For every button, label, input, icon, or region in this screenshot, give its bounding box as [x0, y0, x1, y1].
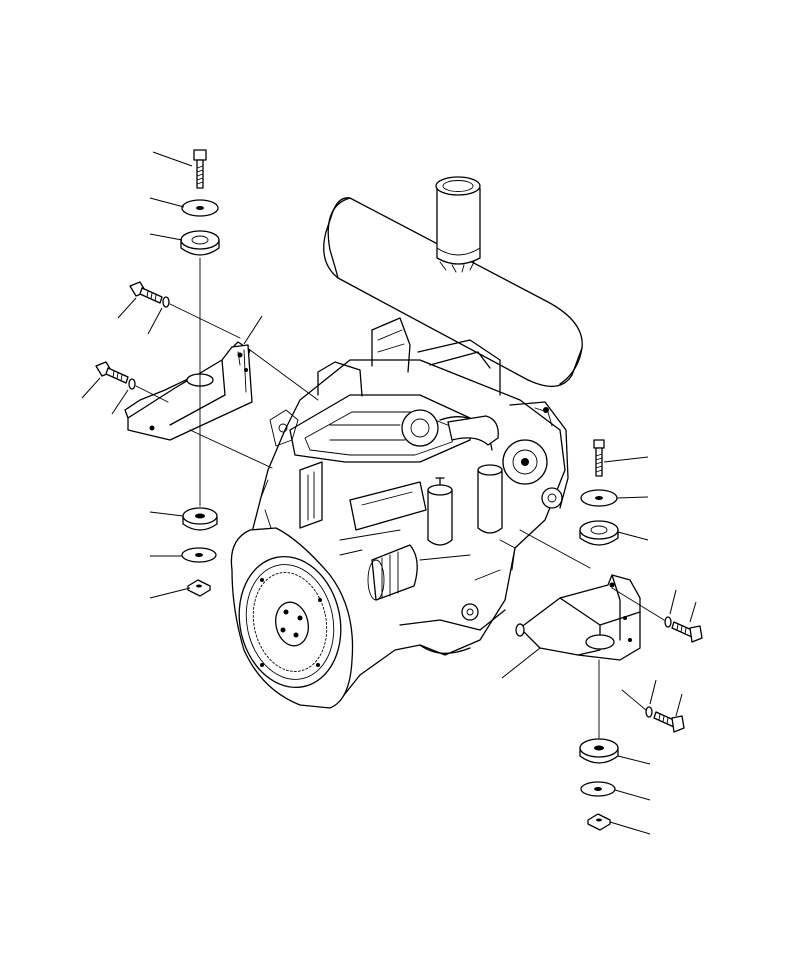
right-side-washer-lower [645, 706, 653, 718]
right-upper-rubber-cushion [579, 520, 619, 546]
right-lower-bolt-axis [621, 689, 647, 711]
right-lower-rubber-cushion [579, 738, 619, 764]
left-lower-rubber-cushion [182, 507, 218, 531]
leader-left-side-bolt-lower [81, 377, 101, 399]
leader-left-side-washer-lower [111, 389, 129, 415]
leader-right-upper-cushion [617, 531, 649, 541]
leader-left-upper-washer [149, 197, 185, 208]
leader-right-upper-washer [616, 496, 649, 499]
left-mount-bolt [193, 149, 207, 189]
leader-left-side-bolt-upper [117, 297, 137, 319]
leader-right-lower-cushion [617, 755, 651, 765]
leader-right-bolt [603, 456, 649, 463]
leader-right-nut [609, 821, 651, 835]
right-upper-bolt-axis [611, 587, 665, 621]
leader-right-side-washer-upper [669, 589, 677, 615]
left-side-bolt-lower [95, 361, 129, 384]
left-bracket-to-engine-line-2 [189, 429, 273, 469]
left-upper-washer [181, 199, 219, 217]
left-lower-bolt-axis [135, 385, 169, 403]
leader-left-bolt [152, 151, 193, 167]
leader-left-upper-cushion [149, 233, 183, 241]
right-lower-washer [580, 781, 616, 797]
callout-leaders [81, 151, 697, 835]
right-mount-bracket [515, 574, 641, 661]
leader-right-side-washer-lower [649, 679, 657, 705]
leader-left-nut [149, 587, 191, 599]
leader-right-lower-washer [614, 789, 651, 801]
right-side-bolt-lower [653, 711, 685, 733]
leader-left-bracket [243, 315, 263, 345]
left-nut [187, 579, 211, 597]
leader-right-bracket [501, 647, 541, 679]
leader-left-lower-cushion [149, 511, 184, 517]
muffler [323, 197, 583, 387]
right-side-bolt-upper [671, 621, 703, 643]
flywheel-housing [230, 527, 354, 709]
exhaust-pipe [435, 176, 481, 273]
right-upper-washer [580, 489, 618, 507]
left-side-washer-upper [162, 296, 170, 308]
leader-left-side-washer-upper [147, 307, 163, 335]
right-mount-bolt [593, 439, 605, 477]
left-lower-washer [181, 547, 217, 563]
right-side-washer-upper [664, 616, 672, 628]
right-nut [587, 813, 611, 831]
leader-right-side-bolt-lower [675, 693, 683, 717]
left-side-washer-lower [128, 378, 136, 390]
left-bracket-to-engine-line [249, 349, 319, 401]
leader-right-side-bolt-upper [689, 601, 697, 623]
left-mount-bracket [124, 341, 253, 441]
left-side-bolt-upper [129, 281, 163, 304]
left-upper-bolt-axis [169, 303, 241, 339]
right-bracket-to-engine-line [519, 529, 591, 569]
left-upper-rubber-cushion [180, 230, 220, 256]
